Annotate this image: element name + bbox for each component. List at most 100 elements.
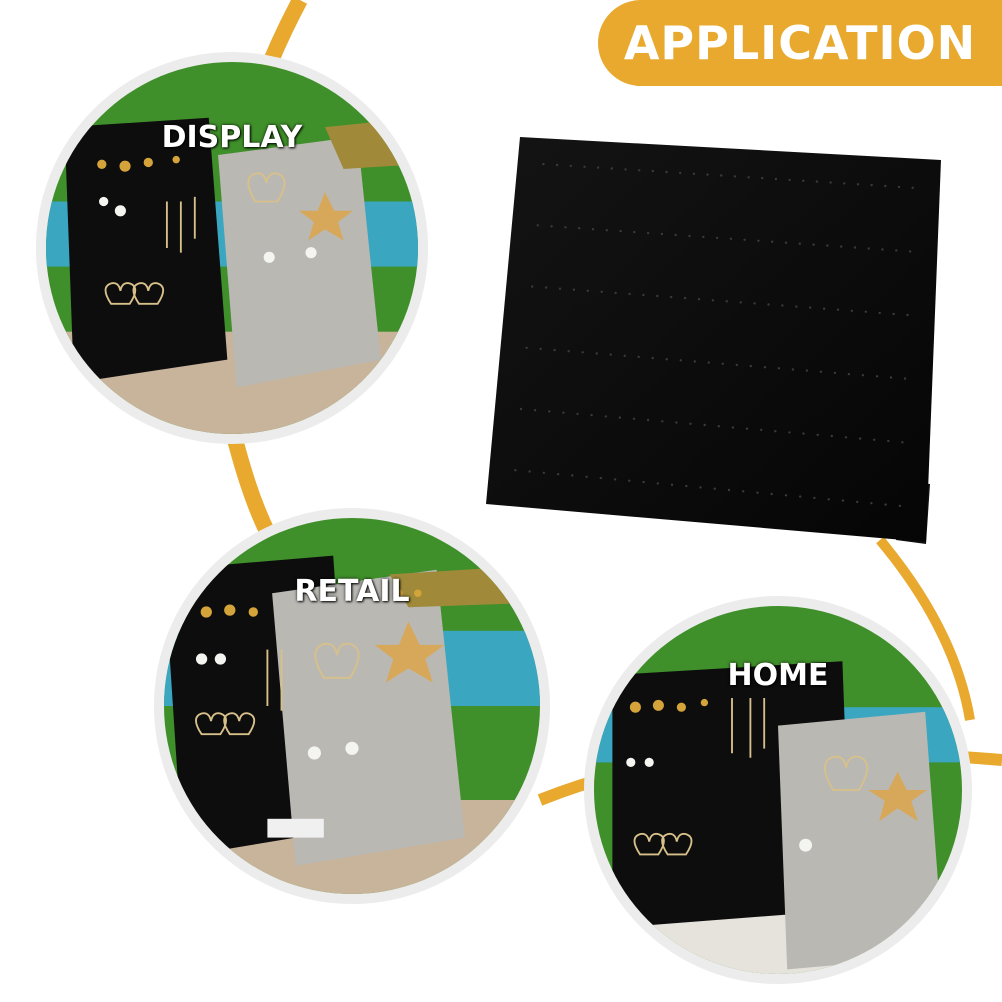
pin-hole xyxy=(699,486,702,489)
pin-hole xyxy=(590,413,593,417)
pin-hole xyxy=(815,180,819,183)
pin-hole xyxy=(897,185,901,189)
pin-hole xyxy=(745,427,749,430)
pin-hole xyxy=(763,366,767,369)
pin-hole xyxy=(614,291,617,295)
pin-hole xyxy=(578,227,581,230)
pin-hole xyxy=(528,470,531,473)
pin-hole xyxy=(887,439,890,443)
pin-hole xyxy=(771,240,774,243)
application-banner: APPLICATION xyxy=(598,0,1002,86)
pin-hole xyxy=(753,302,756,305)
pin-hole xyxy=(747,176,750,179)
pin-hole xyxy=(813,496,816,500)
pin-hole xyxy=(798,242,801,245)
pin-hole xyxy=(788,431,791,434)
pin-hole xyxy=(784,494,788,497)
pin-hole xyxy=(638,169,641,172)
pin-hole xyxy=(595,352,598,355)
pin-hole xyxy=(898,504,902,508)
pin-hole xyxy=(873,438,876,441)
pin-hole xyxy=(777,367,781,370)
pin-hole xyxy=(725,300,728,303)
pin-hole xyxy=(596,166,600,169)
pin-hole xyxy=(628,479,631,482)
pin-hole xyxy=(819,370,823,373)
pin-hole xyxy=(706,173,709,176)
pin-hole xyxy=(683,296,687,300)
pin-hole xyxy=(853,246,857,249)
pin-hole xyxy=(829,181,832,184)
black-velvet-display-board xyxy=(486,137,941,544)
pin-hole xyxy=(556,473,560,476)
pin-hole xyxy=(656,482,659,485)
pin-hole xyxy=(850,309,854,312)
pin-hole xyxy=(731,426,735,429)
pin-hole xyxy=(843,182,846,185)
pin-hole xyxy=(533,409,537,412)
pin-hole xyxy=(895,249,898,252)
pin-hole xyxy=(514,469,517,472)
home-scene-photo: HOME xyxy=(584,596,972,984)
banner-title: APPLICATION xyxy=(623,16,977,70)
pin-hole xyxy=(715,236,719,240)
pin-hole xyxy=(901,441,904,444)
pin-hole xyxy=(661,420,664,423)
pin-hole xyxy=(760,428,763,432)
pin-hole xyxy=(856,183,860,186)
pin-hole xyxy=(870,183,873,187)
pin-hole xyxy=(742,490,745,493)
pin-hole xyxy=(600,290,603,293)
pin-hole xyxy=(689,422,692,425)
pin-hole xyxy=(525,346,528,349)
pin-hole xyxy=(605,229,608,232)
pin-hole xyxy=(550,225,553,228)
pin-hole xyxy=(802,432,805,435)
pin-hole xyxy=(858,437,862,440)
pin-hole xyxy=(770,492,773,496)
pin-hole xyxy=(531,285,534,288)
pin-hole xyxy=(735,363,738,367)
pin-hole xyxy=(717,425,720,428)
pin-hole xyxy=(675,421,678,424)
pin-hole xyxy=(739,301,742,304)
pin-hole xyxy=(756,491,759,494)
pin-hole xyxy=(619,229,622,233)
pin-hole xyxy=(562,411,565,414)
pin-hole xyxy=(536,224,539,227)
pin-hole xyxy=(539,347,542,351)
pin-hole xyxy=(840,245,843,248)
pin-hole xyxy=(613,478,617,481)
pin-hole xyxy=(646,418,650,422)
pin-hole xyxy=(651,356,654,360)
pin-hole xyxy=(884,184,887,188)
pin-hole xyxy=(624,168,627,171)
pin-hole xyxy=(826,244,829,247)
pin-hole xyxy=(688,234,691,238)
pin-hole xyxy=(812,243,815,246)
pin-hole xyxy=(788,178,791,182)
pin-hole xyxy=(586,289,589,292)
pin-hole xyxy=(583,165,586,168)
pin-hole xyxy=(646,231,650,235)
pin-hole xyxy=(822,307,826,310)
pin-hole xyxy=(665,170,668,174)
pin-hole xyxy=(830,434,833,438)
pin-hole xyxy=(847,372,851,376)
display-label: DISPLAY xyxy=(161,120,303,155)
pin-hole xyxy=(632,417,636,420)
pin-hole xyxy=(707,361,710,364)
pin-hole xyxy=(733,175,737,178)
pin-hole xyxy=(697,298,701,301)
pin-hole xyxy=(519,407,523,411)
pin-hole xyxy=(569,164,572,168)
pin-hole xyxy=(889,376,893,379)
pin-hole xyxy=(692,172,696,175)
pin-hole xyxy=(564,226,567,229)
pin-hole xyxy=(553,348,556,352)
pin-hole xyxy=(861,374,865,377)
pin-hole xyxy=(727,488,731,492)
retail-scene-photo: RETAIL xyxy=(154,508,550,904)
pin-hole xyxy=(881,248,884,251)
pin-hole xyxy=(729,237,733,240)
